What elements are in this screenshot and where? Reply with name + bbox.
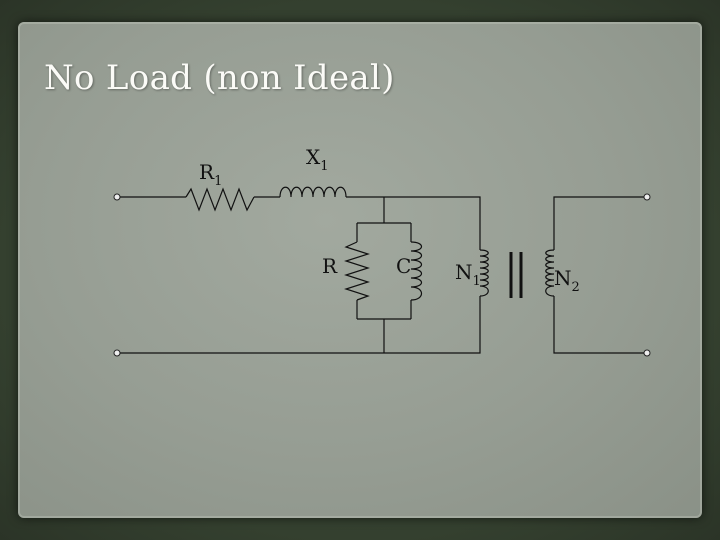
shunt-branch-wires: [356, 197, 412, 353]
label-n1: N1: [455, 260, 481, 289]
primary-bottom-wire: [120, 296, 481, 354]
label-c: C: [396, 254, 411, 278]
input-terminal-bottom: [113, 349, 121, 357]
input-terminal-top: [113, 193, 121, 201]
coil-c-symbol: [410, 241, 423, 301]
slide-title: No Load (non Ideal): [44, 58, 395, 98]
output-terminal-top: [643, 193, 651, 201]
winding-n1-symbol: [479, 249, 489, 297]
winding-n2-symbol: [545, 249, 555, 297]
resistor-r-symbol: [344, 241, 370, 301]
label-r1: R1: [199, 160, 222, 189]
secondary-wires: [553, 196, 644, 354]
resistor-r1-symbol: [185, 187, 255, 212]
label-x1: X1: [306, 145, 329, 174]
label-r: R: [322, 254, 338, 278]
label-n2: N2: [554, 266, 580, 295]
inductor-x1-symbol: [279, 186, 347, 198]
primary-top-wire: [120, 196, 481, 250]
output-terminal-bottom: [643, 349, 651, 357]
